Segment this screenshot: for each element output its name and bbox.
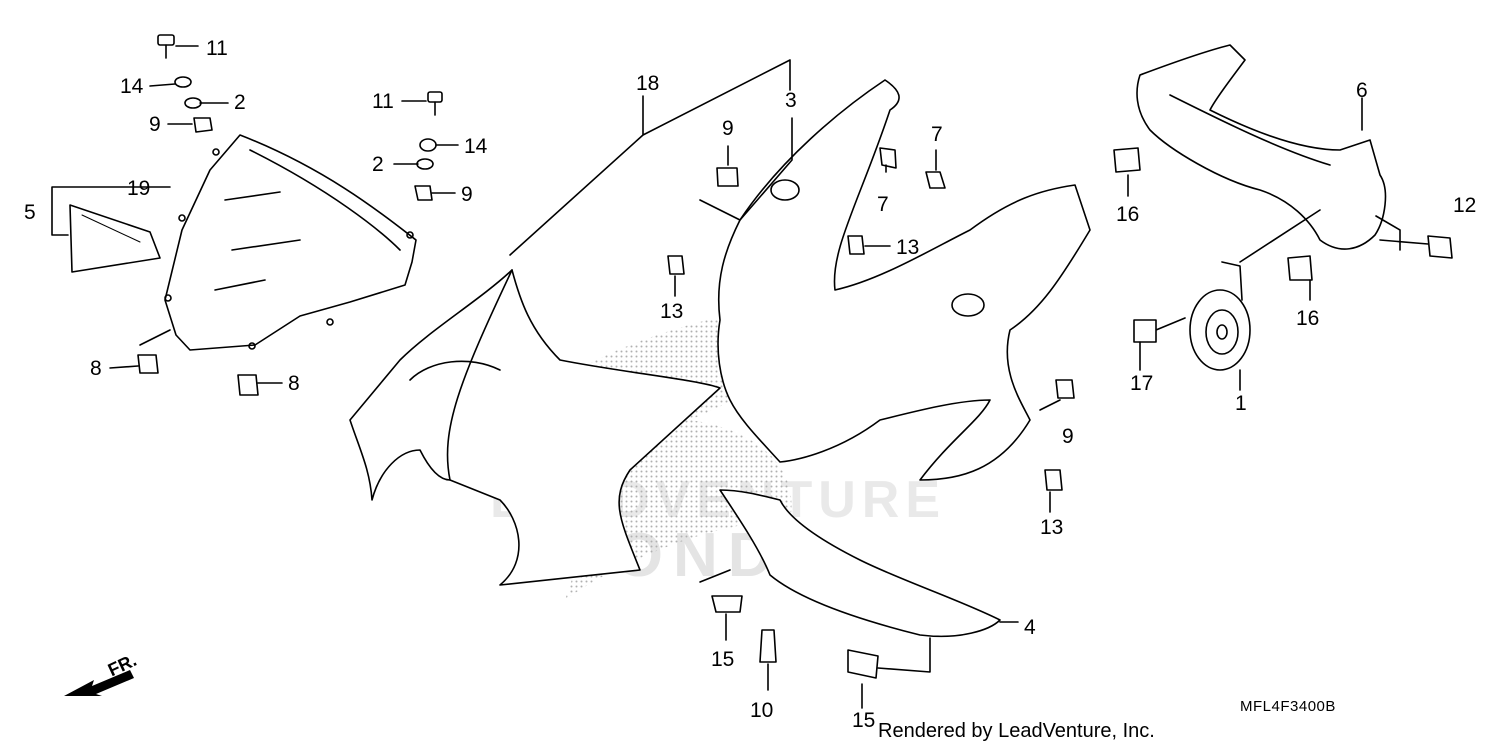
callout-11: 11 [372,90,394,113]
bolt-11a [157,34,175,46]
clip-7a [879,147,897,169]
inner-panel [719,489,1001,638]
callout-9: 9 [149,113,161,136]
clip-13b [667,255,685,275]
grommet-8a [137,354,159,374]
callout-2: 2 [234,91,246,114]
center-cowl [717,79,1091,481]
callout-3: 3 [785,89,797,112]
callout-9: 9 [1062,425,1074,448]
callout-8: 8 [288,372,300,395]
grommet-16a [1113,147,1141,173]
callout-1: 1 [1235,392,1247,415]
callout-14: 14 [120,75,144,98]
front-direction-arrow-icon [64,670,134,696]
callout-16: 16 [1116,203,1140,226]
washer-2a [184,97,202,109]
clip-7b [925,171,946,189]
callout-2: 2 [372,153,384,176]
callout-11: 11 [206,37,228,60]
bolt-11b [427,91,443,103]
callout-7: 7 [931,123,943,146]
callout-13: 13 [896,236,920,259]
callout-10: 10 [750,699,774,722]
callout-8: 8 [90,357,102,380]
rivet-10 [759,629,777,663]
horn-stay [1136,44,1387,250]
callout-5: 5 [24,201,36,224]
callout-16: 16 [1296,307,1320,330]
horn [1189,289,1251,371]
callout-4: 4 [1024,616,1036,639]
grommet-8b [237,374,259,396]
nut-9c [716,167,739,187]
grommet-9a [193,117,213,133]
callout-18: 18 [636,72,660,95]
washer-2b [416,158,434,170]
bolt-17 [1133,317,1186,343]
clip-13a [847,235,865,255]
washer-14a [174,76,192,88]
callout-19: 19 [127,177,151,200]
drawing-code: MFL4F3400B [1240,698,1336,715]
callout-13: 13 [1040,516,1064,539]
callout-12: 12 [1453,194,1477,217]
bolt-12 [1379,235,1453,259]
callout-15: 15 [711,648,735,671]
washer-14b [419,138,437,152]
callout-17: 17 [1130,372,1154,395]
callout-6: 6 [1356,79,1368,102]
honda-emblem [69,204,161,273]
callout-14: 14 [464,135,488,158]
callout-13: 13 [660,300,684,323]
windscreen [164,134,417,351]
clip-15b [847,649,879,679]
clip-13c [1044,469,1063,491]
credit-text: Rendered by LeadVenture, Inc. [878,720,1155,742]
nut-9d [1055,379,1075,399]
upper-cowl [349,269,721,586]
callout-15: 15 [852,709,876,732]
grommet-9b [414,185,433,201]
grommet-16b [1287,255,1313,281]
callout-9: 9 [722,117,734,140]
clip-15a [711,595,743,613]
callout-7: 7 [877,193,889,216]
honda-wing-watermark [560,290,900,600]
callout-9: 9 [461,183,473,206]
